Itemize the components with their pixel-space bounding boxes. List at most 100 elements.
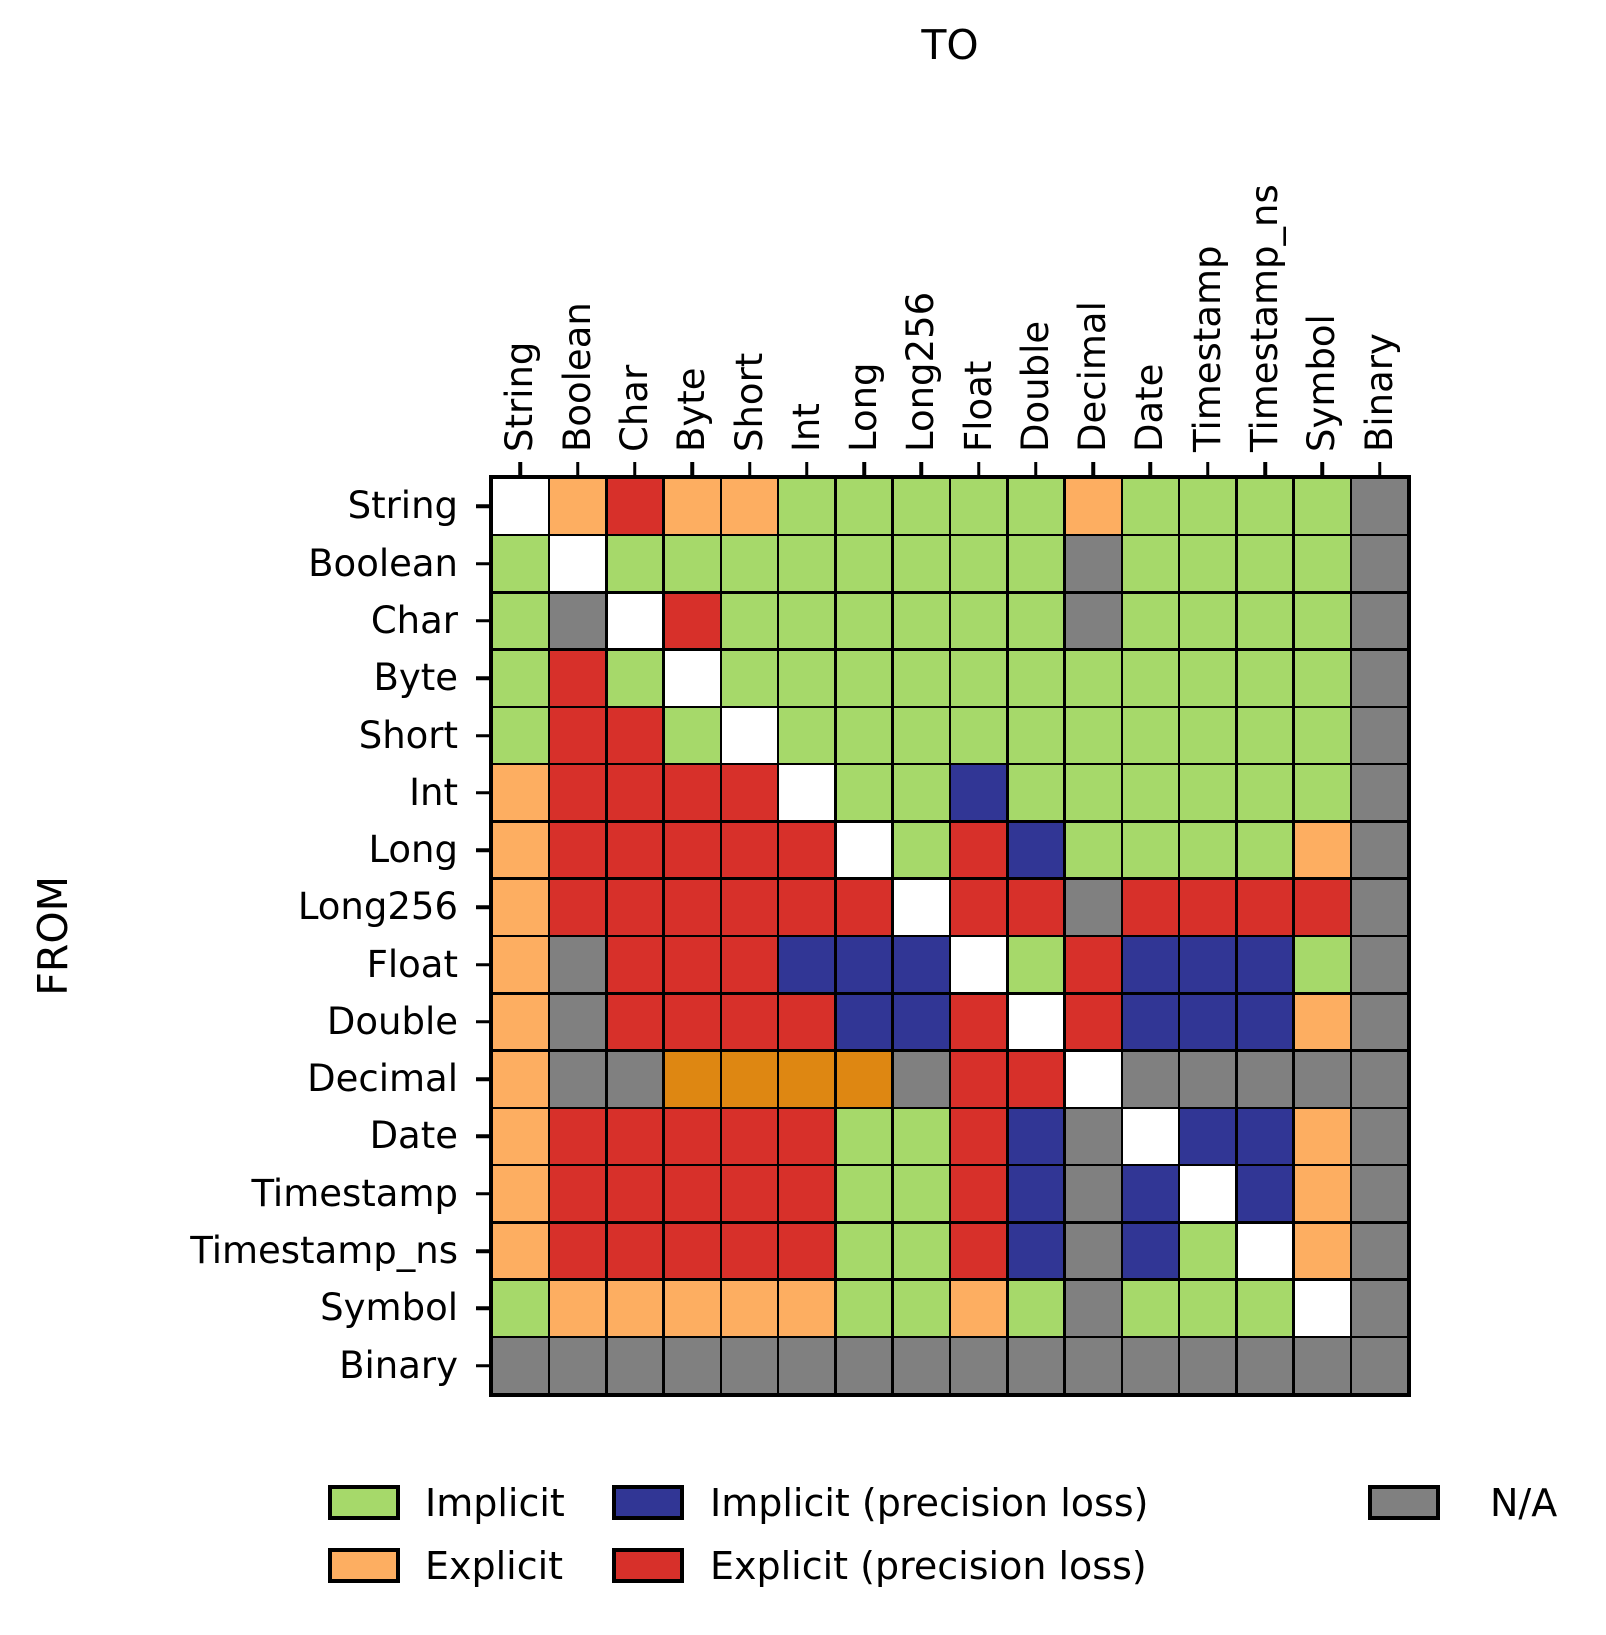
- matrix-cell: [1123, 479, 1178, 534]
- col-label-binary: Binary: [1357, 333, 1401, 452]
- col-label-timestamp_ns: Timestamp_ns: [1243, 184, 1287, 452]
- y-tick: [476, 676, 489, 680]
- matrix-cell: [1065, 994, 1121, 1050]
- matrix-cell: [1352, 937, 1407, 993]
- matrix-cell: [1008, 1338, 1064, 1393]
- matrix-cell: [893, 708, 949, 763]
- matrix-cell: [493, 879, 548, 935]
- matrix-cell: [951, 765, 1007, 821]
- y-tick: [476, 733, 489, 738]
- row-label-symbol: Symbol: [320, 1286, 458, 1330]
- matrix-cell: [722, 536, 777, 592]
- matrix-cell: [1294, 765, 1350, 821]
- matrix-cell: [1237, 593, 1293, 649]
- matrix-cell: [607, 1051, 663, 1107]
- matrix-cell: [951, 994, 1007, 1050]
- row-label-binary: Binary: [339, 1343, 458, 1387]
- matrix-cell: [1352, 479, 1407, 534]
- matrix-cell: [1065, 479, 1121, 534]
- matrix-cell: [1065, 1223, 1121, 1279]
- matrix-cell: [1008, 650, 1064, 706]
- matrix-cell: [836, 708, 892, 763]
- matrix-cell: [779, 1223, 835, 1279]
- matrix-cell: [1123, 1109, 1178, 1164]
- y-tick: [476, 1249, 489, 1253]
- matrix-cell: [1352, 1223, 1407, 1279]
- y-tick: [476, 561, 489, 566]
- matrix-cell: [836, 1223, 892, 1279]
- col-label-symbol: Symbol: [1300, 314, 1344, 452]
- row-label-long: Long: [368, 828, 458, 872]
- matrix-cell: [607, 822, 663, 878]
- legend-label: Implicit (precision loss): [710, 1480, 1149, 1525]
- matrix-cell: [893, 1338, 949, 1393]
- matrix-cell: [1352, 593, 1407, 649]
- matrix-cell: [1008, 765, 1064, 821]
- matrix-cell: [607, 1280, 663, 1336]
- matrix-cell: [1180, 937, 1236, 993]
- matrix-cell: [836, 879, 892, 935]
- matrix-cell: [1008, 937, 1064, 993]
- matrix-cell: [1352, 765, 1407, 821]
- matrix-cell: [493, 1166, 548, 1222]
- matrix-cell: [1065, 593, 1121, 649]
- x-axis-title: TO: [921, 21, 979, 69]
- x-tick: [1091, 462, 1095, 475]
- matrix-cell: [1294, 1280, 1350, 1336]
- matrix-cell: [607, 1338, 663, 1393]
- matrix-cell: [1065, 1338, 1121, 1393]
- matrix-cell: [1352, 1166, 1407, 1222]
- matrix-cell: [722, 1338, 777, 1393]
- x-tick: [1263, 462, 1267, 475]
- matrix-cell: [607, 650, 663, 706]
- matrix-cell: [664, 708, 720, 763]
- matrix-cell: [836, 1109, 892, 1164]
- legend-label: Implicit: [425, 1480, 565, 1525]
- matrix-cell: [951, 879, 1007, 935]
- matrix-cell: [1294, 1166, 1350, 1222]
- matrix-cell: [493, 1338, 548, 1393]
- matrix-cell: [1237, 765, 1293, 821]
- matrix-cell: [1180, 1166, 1236, 1222]
- matrix-cell: [664, 1280, 720, 1336]
- row-label-int: Int: [409, 770, 458, 814]
- matrix-cell: [779, 1280, 835, 1336]
- matrix-cell: [836, 765, 892, 821]
- col-label-boolean: Boolean: [555, 302, 599, 452]
- matrix-cell: [1352, 879, 1407, 935]
- y-tick: [476, 1077, 489, 1081]
- legend-label: Explicit: [425, 1543, 564, 1588]
- matrix-cell: [1352, 1051, 1407, 1107]
- matrix-cell: [951, 536, 1007, 592]
- matrix-cell: [722, 1223, 777, 1279]
- matrix-cell: [1065, 765, 1121, 821]
- matrix-cell: [779, 1051, 835, 1107]
- legend-swatch-e: [328, 1548, 400, 1583]
- matrix-cell: [493, 650, 548, 706]
- matrix-cell: [722, 708, 777, 763]
- matrix-cell: [550, 536, 606, 592]
- matrix-cell: [493, 1051, 548, 1107]
- matrix-cell: [1123, 994, 1178, 1050]
- matrix-cell: [1008, 879, 1064, 935]
- matrix-cell: [493, 1223, 548, 1279]
- matrix-cell: [1352, 708, 1407, 763]
- matrix-cell: [1180, 479, 1236, 534]
- y-tick: [476, 1306, 489, 1311]
- matrix-cell: [1237, 994, 1293, 1050]
- matrix-cell: [893, 1280, 949, 1336]
- col-label-byte: Byte: [670, 367, 714, 452]
- matrix-cell: [779, 1166, 835, 1222]
- x-tick: [1320, 462, 1325, 475]
- x-tick: [976, 462, 981, 475]
- matrix-cell: [1008, 1051, 1064, 1107]
- row-label-float: Float: [366, 942, 458, 986]
- matrix-cell: [1008, 593, 1064, 649]
- matrix-cell: [722, 994, 777, 1050]
- y-tick: [476, 1192, 489, 1196]
- matrix-cell: [951, 650, 1007, 706]
- matrix-cell: [664, 879, 720, 935]
- matrix-cell: [1237, 479, 1293, 534]
- col-label-short: Short: [727, 352, 771, 452]
- matrix-cell: [893, 593, 949, 649]
